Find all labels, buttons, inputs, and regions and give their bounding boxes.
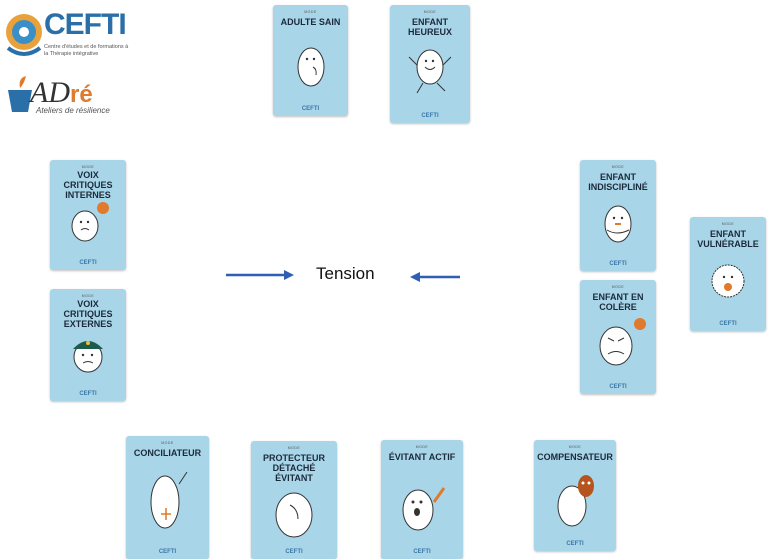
card-title: CONCILIATEUR [133, 448, 202, 458]
center-label: Tension [316, 264, 375, 283]
card-voix-critiques-externes: MODE VOIX CRITIQUES EXTERNES CEFTI [50, 289, 126, 401]
character-figure [599, 318, 646, 366]
card-title: ADULTE SAIN [280, 17, 341, 27]
card-title: PROTECTEUR DÉTACHÉ ÉVITANT [262, 453, 325, 483]
card-title: ENFANT VULNÉRABLE [697, 229, 759, 249]
card-title: COMPENSATEUR [537, 452, 613, 462]
arrow-right-icon [226, 270, 294, 280]
cefti-logo [6, 14, 42, 56]
card-title: ENFANT EN COLÈRE [592, 292, 644, 312]
adre-logo-text: ADré [30, 76, 93, 109]
arrow-left-icon [410, 272, 460, 282]
card-enfant-vulnerable: MODE ENFANT VULNÉRABLE CEFTI [690, 217, 766, 331]
card-evitant-actif: MODE ÉVITANT ACTIF CEFTI [381, 440, 463, 559]
cefti-logo-subtitle: Centre d'études et de formations à la Th… [44, 44, 129, 57]
card-compensateur: MODE COMPENSATEUR CEFTI [534, 440, 616, 551]
character-figure [557, 475, 594, 527]
character-figure [402, 487, 446, 531]
character-figure [73, 341, 103, 373]
card-protecteur-detache-evitant: MODE PROTECTEUR DÉTACHÉ ÉVITANT CEFTI [251, 441, 337, 559]
card-adulte-sain: MODE ADULTE SAIN CEFTI [273, 5, 348, 116]
adre-logo-subtitle: Ateliers de résilience [36, 106, 110, 115]
character-figure [150, 471, 187, 529]
card-conciliateur: MODE CONCILIATEUR CEFTI [126, 436, 209, 559]
adre-logo [8, 76, 32, 112]
card-title: VOIX CRITIQUES EXTERNES [63, 299, 113, 329]
card-title: ÉVITANT ACTIF [388, 452, 456, 462]
card-enfant-indiscipline: MODE ENFANT INDISCIPLINÉ CEFTI [580, 160, 656, 271]
card-title: VOIX CRITIQUES INTERNES [63, 170, 113, 200]
card-title: ENFANT INDISCIPLINÉ [588, 172, 648, 192]
card-enfant-en-colere: MODE ENFANT EN COLÈRE CEFTI [580, 280, 656, 394]
card-title: ENFANT HEUREUX [407, 17, 452, 37]
card-enfant-heureux: MODE ENFANT HEUREUX CEFTI [390, 5, 470, 123]
character-figure [71, 202, 109, 242]
card-voix-critiques-internes: MODE VOIX CRITIQUES INTERNES CEFTI [50, 160, 126, 270]
character-figure [297, 47, 324, 87]
character-figure [275, 492, 313, 538]
character-figure [604, 205, 632, 243]
character-figure [408, 49, 452, 94]
character-figure [711, 264, 745, 298]
cefti-logo-text: CEFTI [44, 8, 127, 41]
